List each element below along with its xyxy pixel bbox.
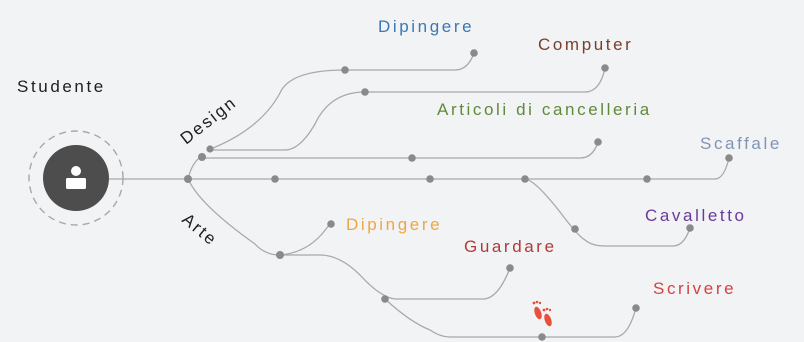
computer-end-node (601, 64, 609, 72)
trunk-junction-node (184, 175, 192, 183)
scrivere-end-node (632, 304, 640, 312)
scaffale-mid-node-2 (426, 175, 434, 183)
leaf-label-dipingere-design: Dipingere (378, 17, 474, 36)
dipingere-design-path (207, 52, 475, 151)
leaf-label-guardare: Guardare (464, 237, 557, 256)
leaf-label-scaffale: Scaffale (700, 134, 782, 153)
arte-branch-label: Arte (178, 210, 221, 250)
scrivere-path (384, 298, 637, 338)
leaf-label-cavalletto: Cavalletto (645, 206, 747, 225)
computer-mid-node (361, 88, 369, 96)
computer-path (208, 67, 606, 151)
cavalletto-end-node (686, 224, 694, 232)
dipingere-mid-node (341, 66, 349, 74)
branch-nodes (184, 49, 733, 341)
leaf-label-dipingere-arte: Dipingere (346, 215, 442, 234)
leaf-label-articoli: Articoli di cancelleria (437, 100, 652, 119)
scaffale-mid-node-4 (643, 175, 651, 183)
design-junction-node (198, 153, 206, 161)
scaffale-mid-node-1 (271, 175, 279, 183)
root-label: Studente (17, 77, 106, 96)
dipingere-end-node (470, 49, 478, 57)
arte-branch-line (187, 178, 281, 256)
guardare-mid-node (381, 295, 389, 303)
articoli-mid-node (408, 154, 416, 162)
cavalletto-path (524, 178, 691, 247)
footprint-icon (532, 300, 552, 327)
cavalletto-mid-node (571, 225, 579, 233)
dipingere-arte-end-node (327, 220, 335, 228)
dipingere-arte-path (279, 223, 331, 256)
scrivere-mid-node (538, 333, 546, 341)
guardare-path (280, 254, 511, 300)
scaffale-mid-node-3 (521, 175, 529, 183)
root-node[interactable] (28, 130, 124, 226)
leaf-label-computer: Computer (538, 35, 633, 54)
leaf-label-scrivere: Scrivere (653, 279, 736, 298)
arte-junction-node (276, 251, 284, 259)
user-icon (66, 166, 86, 189)
scaffale-path (188, 157, 730, 180)
articoli-end-node (594, 138, 602, 146)
scaffale-end-node (725, 154, 733, 162)
design-sub-node (206, 145, 214, 153)
guardare-end-node (506, 264, 514, 272)
root-dashed-ring (28, 130, 124, 226)
